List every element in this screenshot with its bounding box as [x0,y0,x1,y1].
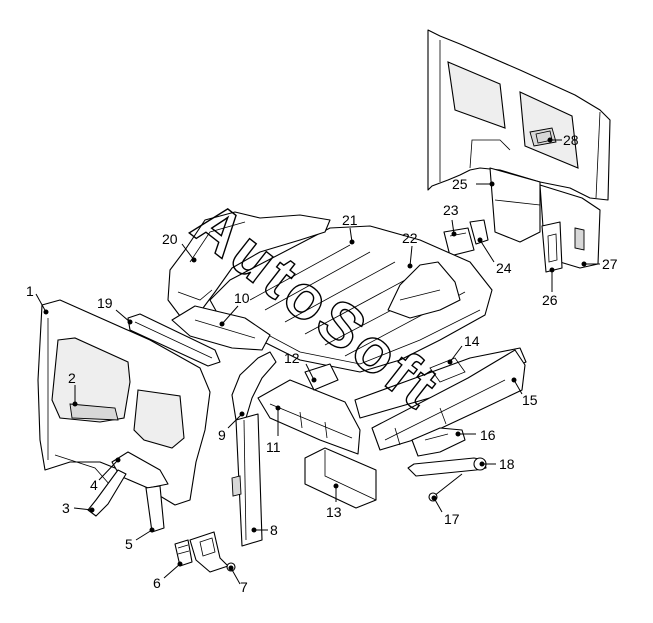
rear-bracket-part [541,221,563,273]
rear-pillar [231,413,263,547]
callout-24: 24 [496,260,512,276]
callout-14: 14 [464,333,480,349]
callout-8: 8 [270,522,278,538]
crossmember [171,305,271,351]
callout-11: 11 [266,439,281,455]
callout-1: 1 [26,283,34,299]
callout-21: 21 [342,212,358,228]
callout-16: 16 [480,427,496,443]
callout-25: 25 [452,176,468,192]
callout-7: 7 [240,579,248,595]
seat-bracket [174,531,236,573]
callout-9: 9 [218,427,226,443]
callout-labels: 1 2 3 4 5 6 7 8 9 10 11 12 13 [26,132,618,595]
rear-channel [304,447,377,509]
wheel-brace [407,457,487,477]
jack [411,427,466,457]
callout-10: 10 [234,290,250,306]
callout-6: 6 [153,575,161,591]
callout-12: 12 [284,350,300,366]
callout-4: 4 [90,477,98,493]
floor-rail [127,313,221,367]
callout-17: 17 [444,511,460,527]
callout-3: 3 [62,500,70,516]
callout-2: 2 [68,370,76,386]
callout-22: 22 [402,230,418,246]
callout-26: 26 [542,292,558,308]
lower-brace [87,451,169,533]
spare-wheel-panel [387,261,461,319]
callout-20: 20 [162,231,178,247]
rear-crossmember [354,347,527,451]
callout-5: 5 [125,536,133,552]
callout-19: 19 [97,295,113,311]
bracket-part [443,219,489,257]
callout-15: 15 [522,392,538,408]
callout-13: 13 [326,504,342,520]
body-side-panel [37,299,211,506]
callout-27: 27 [602,256,618,272]
callout-18: 18 [499,456,515,472]
callout-23: 23 [443,202,459,218]
rear-end-panel [427,29,611,269]
small-bracket [304,363,339,391]
callout-28: 28 [563,132,579,148]
